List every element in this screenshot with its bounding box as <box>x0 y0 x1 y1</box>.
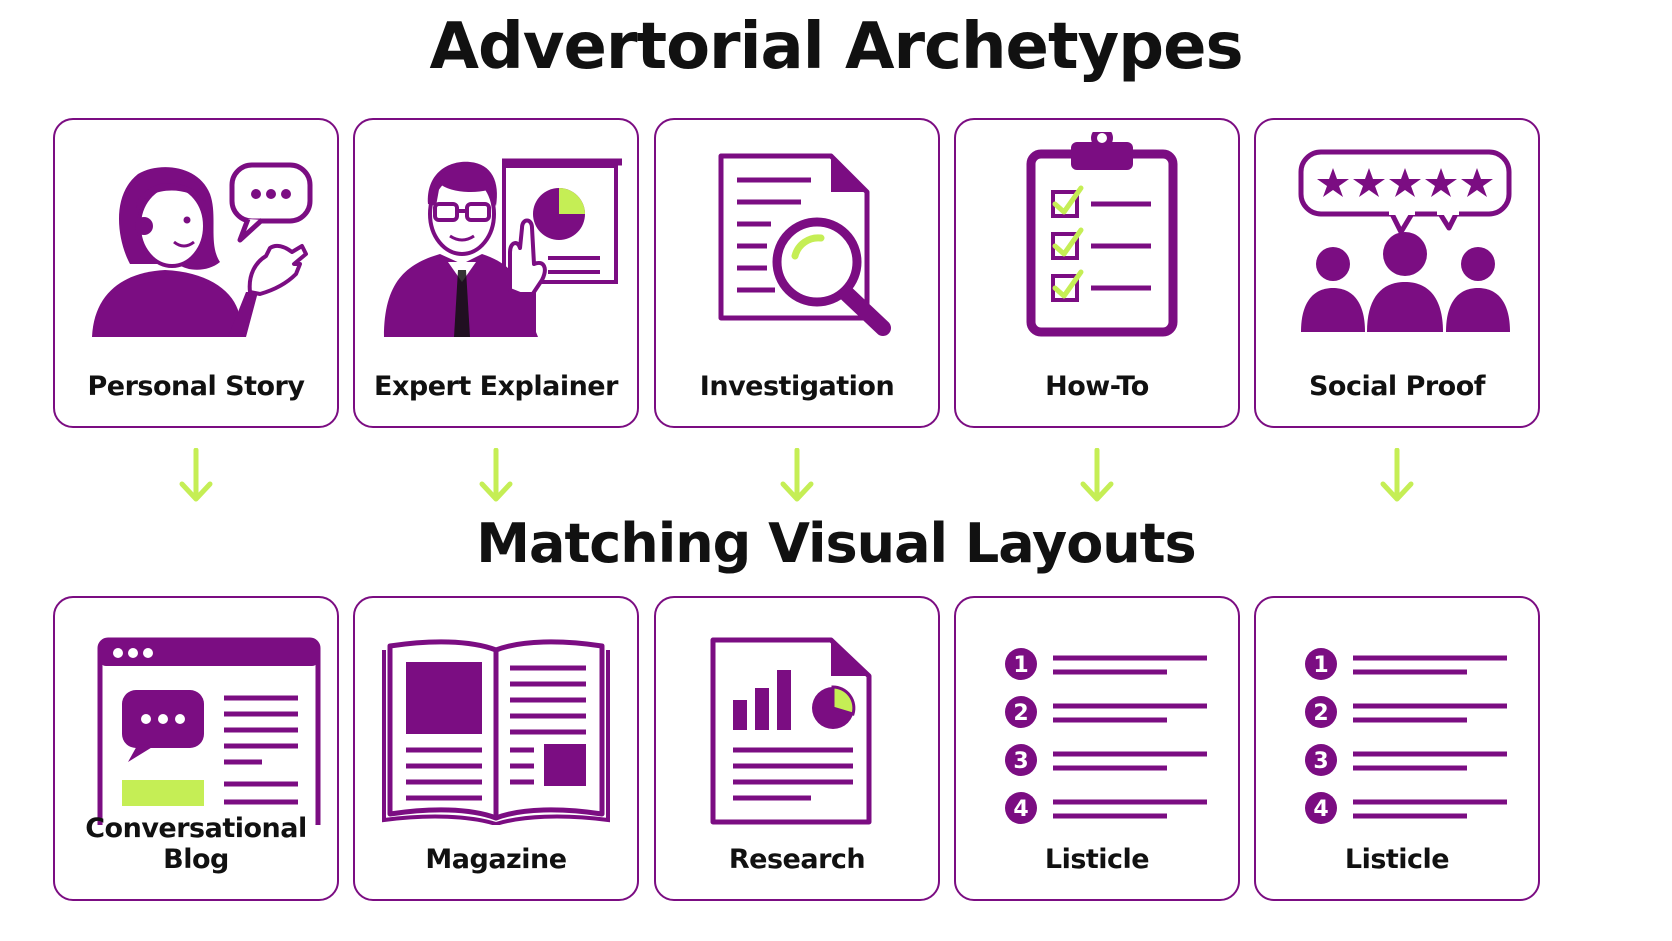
report-chart-icon <box>710 637 872 825</box>
list-number: 1 <box>1313 653 1328 678</box>
list-number: 2 <box>1013 701 1028 726</box>
layout-card-listicle: 1 2 3 4 Listicle <box>954 596 1240 901</box>
open-magazine-icon <box>382 639 610 825</box>
layout-card-conversational-blog: Conversational Blog <box>53 596 339 901</box>
numbered-list-icon: 1 2 3 4 <box>1005 648 1207 824</box>
archetype-card-personal-story: Personal Story <box>53 118 339 428</box>
archetype-card-how-to: How-To <box>954 118 1240 428</box>
archetype-label: Personal Story <box>87 371 305 402</box>
list-number: 3 <box>1013 749 1028 774</box>
numbered-list-icon: 1 2 3 4 <box>1305 648 1507 824</box>
layout-label: Conversational Blog <box>85 813 307 875</box>
down-arrow-icon <box>1380 448 1414 502</box>
layout-label: Magazine <box>425 844 567 875</box>
list-number: 2 <box>1313 701 1328 726</box>
layout-card-listicle: 1 2 3 4 Listicle <box>1254 596 1540 901</box>
layout-card-research: Research <box>654 596 940 901</box>
woman-speech-bubble-icon <box>92 162 313 337</box>
document-magnifier-icon <box>718 153 891 336</box>
archetype-card-social-proof: Social Proof <box>1254 118 1540 428</box>
down-arrow-icon <box>179 448 213 502</box>
down-arrow-icon <box>1080 448 1114 502</box>
archetype-card-investigation: Investigation <box>654 118 940 428</box>
layout-label: Listicle <box>1044 844 1150 875</box>
archetype-card-expert-explainer: Expert Explainer <box>353 118 639 428</box>
archetype-label: Social Proof <box>1308 371 1486 402</box>
down-arrow-icon <box>479 448 513 502</box>
layout-card-magazine: Magazine <box>353 596 639 901</box>
browser-chat-icon <box>97 637 321 825</box>
archetype-label: Investigation <box>699 371 895 402</box>
list-number: 4 <box>1013 797 1028 822</box>
group-five-star-review-icon <box>1298 149 1512 332</box>
down-arrow-icon <box>780 448 814 502</box>
list-number: 4 <box>1313 797 1328 822</box>
list-number: 3 <box>1313 749 1328 774</box>
archetype-label: Expert Explainer <box>374 371 618 402</box>
list-number: 1 <box>1013 653 1028 678</box>
layout-label: Research <box>728 844 866 875</box>
layout-label: Listicle <box>1344 844 1450 875</box>
section-subtitle: Matching Visual Layouts <box>476 512 1196 575</box>
clipboard-checklist-icon <box>1026 132 1178 337</box>
page-title: Advertorial Archetypes <box>429 10 1243 84</box>
expert-presenter-icon <box>384 158 622 337</box>
archetype-label: How-To <box>1045 371 1149 402</box>
